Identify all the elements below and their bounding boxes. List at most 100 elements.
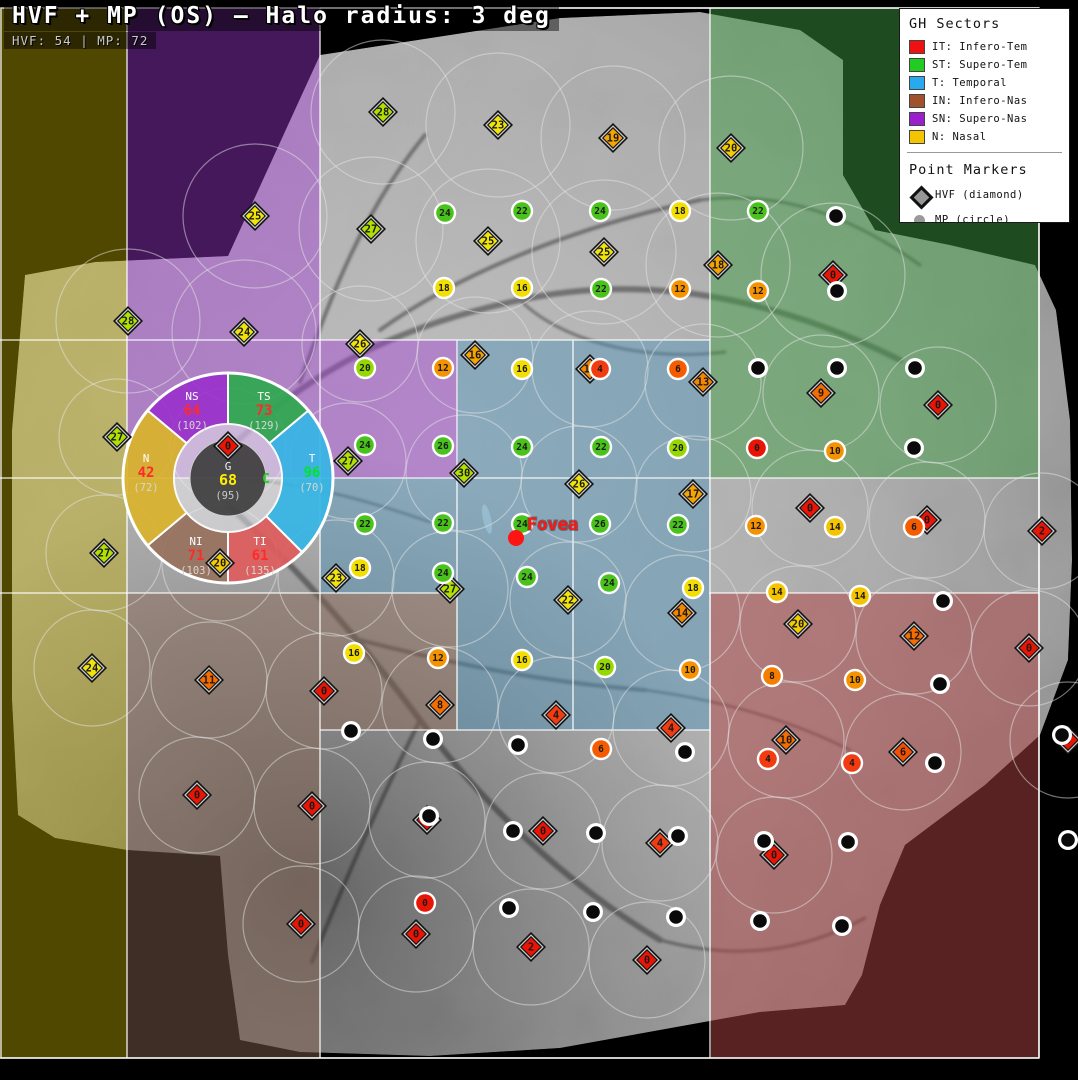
- center-value: 68: [219, 471, 237, 489]
- mp-marker: 20: [353, 356, 377, 380]
- hvf-value: 0: [540, 826, 546, 838]
- hvf-value: 11: [203, 675, 216, 687]
- mp-value: 6: [911, 522, 917, 533]
- mp-marker: 4: [840, 751, 864, 775]
- hvf-halo: [310, 39, 456, 185]
- mp-marker: 22: [666, 513, 690, 537]
- hvf-halo: [531, 179, 677, 325]
- hvf-marker: 0: [213, 431, 243, 461]
- hvf-value: 8: [437, 700, 443, 712]
- hvf-value: 27: [111, 432, 124, 444]
- mp-value: 20: [672, 443, 684, 454]
- wheel-outer-ring: [121, 371, 335, 585]
- sector-value: 42: [138, 465, 155, 481]
- hvf-halo: [368, 761, 486, 879]
- mp-value: 22: [595, 284, 606, 295]
- hvf-marker: 11: [194, 665, 224, 695]
- hvf-value: 10: [780, 735, 793, 747]
- hvf-marker: 2: [516, 932, 546, 962]
- hvf-halo: [182, 143, 328, 289]
- mp-marker: 12: [431, 356, 455, 380]
- hvf-value: 9: [818, 388, 824, 400]
- hvf-value: 0: [309, 801, 315, 813]
- hvf-marker: 24: [229, 317, 259, 347]
- hvf-marker: 9: [806, 378, 836, 408]
- hvf-value: 27: [342, 456, 355, 468]
- hvf-halo: [415, 168, 561, 314]
- legend-item-t: T: Temporal: [909, 76, 1060, 90]
- hvf-halo: [277, 519, 395, 637]
- hvf-halo: [253, 747, 371, 865]
- hvf-value: 23: [330, 573, 343, 585]
- hvf-marker: 4: [656, 713, 686, 743]
- wheel-label-n: N42(72): [133, 452, 158, 494]
- mp-value: 18: [438, 283, 450, 294]
- hvf-halo: [425, 52, 571, 198]
- hvf-marker: 28: [113, 306, 143, 336]
- mp-black-marker: [1058, 830, 1078, 850]
- hvf-marker: 0: [182, 780, 212, 810]
- mp-black-marker: [1052, 725, 1072, 745]
- mp-value: 22: [359, 519, 370, 530]
- mp-value: 6: [598, 744, 604, 755]
- hvf-marker: 25: [473, 226, 503, 256]
- hvf-marker: 27: [89, 538, 119, 568]
- mp-value: 22: [752, 206, 763, 217]
- sector-region-in: [127, 593, 457, 730]
- hvf-marker: 2: [1027, 516, 1057, 546]
- hvf-value: 23: [492, 120, 505, 132]
- mp-value: 24: [521, 572, 533, 583]
- mp-value: 14: [854, 591, 866, 602]
- mp-marker: 14: [848, 584, 872, 608]
- sector-name: TI: [253, 535, 266, 548]
- mp-black-marker: [499, 898, 519, 918]
- mp-value: 8: [769, 671, 775, 682]
- hvf-marker: 0: [286, 909, 316, 939]
- mp-black-marker: [419, 806, 439, 826]
- mp-value: 24: [516, 442, 528, 453]
- hvf-halo: [634, 435, 752, 553]
- mp-marker: 12: [744, 514, 768, 538]
- mp-marker: 16: [510, 357, 534, 381]
- mp-value: 10: [684, 665, 696, 676]
- hvf-value: 19: [607, 133, 620, 145]
- mp-black-marker: [838, 832, 858, 852]
- hvf-halo: [645, 192, 791, 338]
- legend-item-in: IN: Infero-Nas: [909, 94, 1060, 108]
- hvf-value: 0: [413, 929, 419, 941]
- mp-black-marker: [754, 831, 774, 851]
- hvf-marker: 27: [102, 422, 132, 452]
- legend-item-label: N: Nasal: [932, 131, 987, 143]
- mp-black-marker: [423, 729, 443, 749]
- mp-value: 24: [516, 519, 528, 530]
- mp-black-marker: [832, 916, 852, 936]
- mp-marker: 24: [353, 433, 377, 457]
- hvf-value: 22: [562, 595, 575, 607]
- hvf-value: 0: [225, 441, 231, 453]
- hvf-marker: 10: [771, 725, 801, 755]
- hvf-marker: 12: [899, 621, 929, 651]
- mp-black-marker: [826, 206, 846, 226]
- sector-count: (129): [248, 420, 280, 432]
- mp-value: 16: [516, 364, 528, 375]
- mp-value: 10: [829, 446, 841, 457]
- hvf-value: 27: [444, 584, 457, 596]
- mp-marker: 24: [588, 199, 612, 223]
- legend-marker-label: MP (circle): [935, 214, 1011, 223]
- hvf-value: 0: [807, 503, 813, 515]
- hvf-marker: 25: [240, 201, 270, 231]
- mp-value: 18: [354, 563, 366, 574]
- hvf-halo: [55, 248, 201, 394]
- mp-value: 4: [849, 758, 855, 769]
- hvf-marker: 30: [449, 458, 479, 488]
- hvf-marker: 14: [667, 598, 697, 628]
- sector-color-swatch: [909, 94, 925, 108]
- mp-marker: 18: [668, 199, 692, 223]
- mp-marker: 12: [746, 279, 770, 303]
- mp-value: 18: [687, 583, 699, 594]
- mp-value: 22: [516, 206, 527, 217]
- mp-marker: 24: [510, 512, 534, 536]
